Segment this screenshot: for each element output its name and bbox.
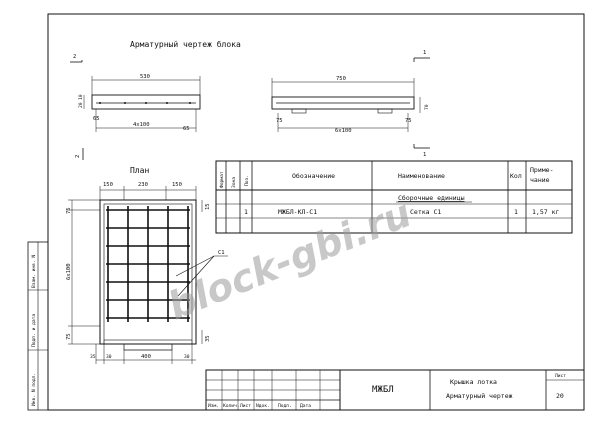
row-pos: 1 [244,208,248,216]
plan-dim-right-top: 15 [205,203,211,210]
plan-dim-top-right: 150 [172,182,182,188]
front-height: 70 [424,104,430,110]
stamp-inv-podl: Инв. N подл. [31,373,37,406]
tb-col-podp: Подп. [278,403,292,409]
row-designation: МЖБЛ-КЛ-С1 [278,208,317,216]
row-name: Сетка С1 [410,208,441,216]
spec-table: Формат Зона Поз. Обозначение Наименовани… [215,160,573,234]
section-1-label-bottom: 1 [423,152,426,158]
side-stamp: Взам. инв. N Подп. и дата Инв. N подл. [27,241,49,411]
plan-dim-bottom-right: 30 [184,354,190,360]
th-name: Наименование [398,172,445,180]
tb-sheet-number: 20 [556,392,564,400]
plan-dim-bottom-mid: 400 [141,354,151,360]
stamp-podp-data: Подп. и дата [31,314,37,347]
side-view: 2 530 20 10 65 65 4х100 2 [70,54,201,160]
tb-col-izm: Изм. [208,403,219,409]
table-row: 1 МЖБЛ-КЛ-С1 Сетка С1 1 1,57 кг [244,208,559,216]
drawing-title: Арматурный чертеж блока [130,39,241,49]
plan-view: План 150 230 150 75 [66,166,228,364]
plan-dim-left-bottom: 75 [66,333,72,340]
tb-sheet-label: Лист [555,373,566,379]
plan-dim-top-mid: 230 [138,182,148,188]
side-height-2: 10 [78,94,84,100]
plan-dim-bottom-left2: 30 [106,354,112,360]
th-note-line1: Приме- [530,166,553,174]
plan-dim-left-top: 75 [66,207,72,214]
plan-dim-bottom-left: 35 [90,354,96,360]
front-dim-top: 750 [336,76,346,82]
front-dim-left: 75 [276,118,283,124]
front-view: 1 750 70 75 75 6х100 1 [271,50,430,158]
tb-name-line2: Арматурный чертеж [446,392,513,400]
front-dim-bottom: 6х100 [335,128,352,134]
tb-col-kolich: Колич. [223,403,240,409]
plan-label: План [130,166,149,175]
side-dim-right: 65 [183,126,190,132]
side-dim-top: 530 [140,74,150,80]
side-dim-bottom: 4х100 [133,122,150,128]
section-2-label-top: 2 [73,54,76,60]
title-block: Изм. Колич. Лист Nдок. Подп. Дата МЖБЛ К… [205,369,585,411]
tb-col-list: Лист [240,403,251,409]
side-height-1: 20 [78,102,84,108]
side-dim-left: 65 [93,116,100,122]
plan-dim-top-left: 150 [103,182,113,188]
row-qty: 1 [514,208,518,216]
th-designation: Обозначение [292,172,335,180]
front-dim-right: 75 [405,118,412,124]
mesh-label: С1 [218,250,225,256]
row-note: 1,57 кг [532,208,559,216]
th-format: Формат [219,171,225,188]
th-note-line2: чание [530,176,550,184]
tb-name-line1: Крышка лотка [450,378,497,386]
tb-col-ndok: Nдок. [256,403,270,409]
section-1-label-top: 1 [423,50,426,56]
stamp-vzam-inv: Взам. инв. N [31,255,37,288]
th-zone: Зона [231,177,237,188]
tb-col-data: Дата [300,403,311,409]
section-title: Сборочные единицы [398,194,465,202]
plan-dim-right-bottom: 35 [205,335,211,342]
tb-code: МЖБЛ [372,385,394,395]
section-2-label-bottom: 2 [75,155,81,158]
plan-dim-left-mid: 6х100 [66,263,72,280]
th-qty: Кол [510,172,522,180]
th-pos: Поз. [244,175,250,186]
